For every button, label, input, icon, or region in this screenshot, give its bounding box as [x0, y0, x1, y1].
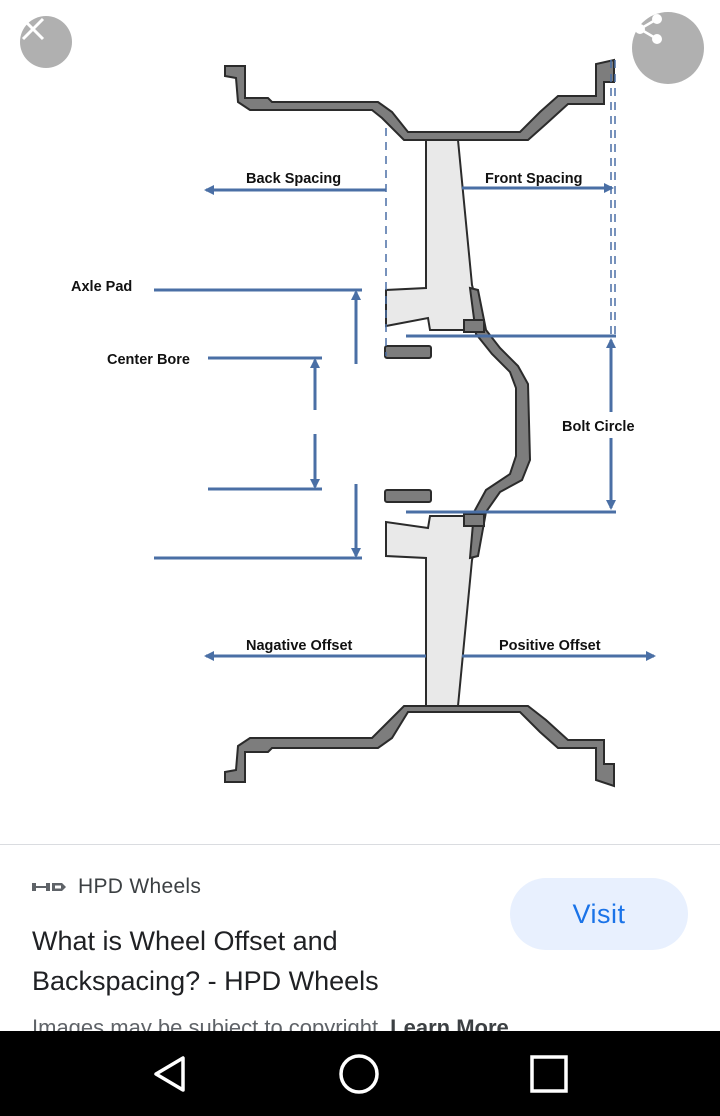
label-positive-offset: Positive Offset — [499, 638, 601, 654]
rim-bottom — [224, 705, 615, 788]
close-icon — [21, 17, 45, 41]
label-back-spacing: Back Spacing — [246, 171, 341, 187]
label-bolt-circle: Bolt Circle — [562, 419, 635, 435]
disc-lower — [385, 515, 486, 707]
learn-more-link[interactable]: Learn More — [390, 1015, 509, 1031]
copyright-notice: Images may be subject to copyright. Learn… — [32, 1015, 509, 1031]
label-negative-offset: Nagative Offset — [246, 638, 353, 654]
wheel-offset-diagram: Back Spacing Front Spacing Axle Pad Cent… — [71, 58, 656, 788]
back-triangle-icon — [154, 1055, 185, 1092]
label-center-bore: Center Bore — [107, 352, 190, 368]
home-circle-icon — [339, 1053, 379, 1094]
result-info-panel: HPD Wheels What is Wheel Offset and Back… — [0, 845, 720, 1031]
source-logo-icon — [32, 883, 66, 891]
divider — [0, 844, 720, 845]
center-bore-lower — [384, 489, 432, 503]
share-icon — [635, 14, 662, 44]
center-bore-upper — [384, 345, 432, 359]
source-row[interactable]: HPD Wheels — [32, 875, 201, 899]
rim-top — [224, 58, 615, 141]
recents-square-icon — [530, 1054, 568, 1093]
recents-button[interactable] — [504, 1031, 594, 1116]
hub-face — [468, 286, 532, 560]
result-title[interactable]: What is Wheel Offset and Backspacing? - … — [32, 926, 379, 996]
lug-pad-upper — [463, 319, 485, 333]
disc-upper — [385, 139, 486, 331]
visit-button[interactable]: Visit — [510, 878, 688, 950]
image-viewer: Back Spacing Front Spacing Axle Pad Cent… — [20, 12, 704, 788]
lug-pad-lower — [463, 513, 485, 527]
source-name: HPD Wheels — [78, 875, 202, 898]
close-button[interactable] — [20, 16, 72, 68]
home-button[interactable] — [314, 1031, 404, 1116]
back-button[interactable] — [125, 1031, 215, 1116]
label-front-spacing: Front Spacing — [485, 171, 582, 187]
label-axle-pad: Axle Pad — [71, 279, 132, 295]
copyright-text: Images may be subject to copyright. — [32, 1015, 385, 1031]
share-button[interactable] — [632, 12, 704, 84]
android-navigation-bar — [0, 1031, 720, 1116]
